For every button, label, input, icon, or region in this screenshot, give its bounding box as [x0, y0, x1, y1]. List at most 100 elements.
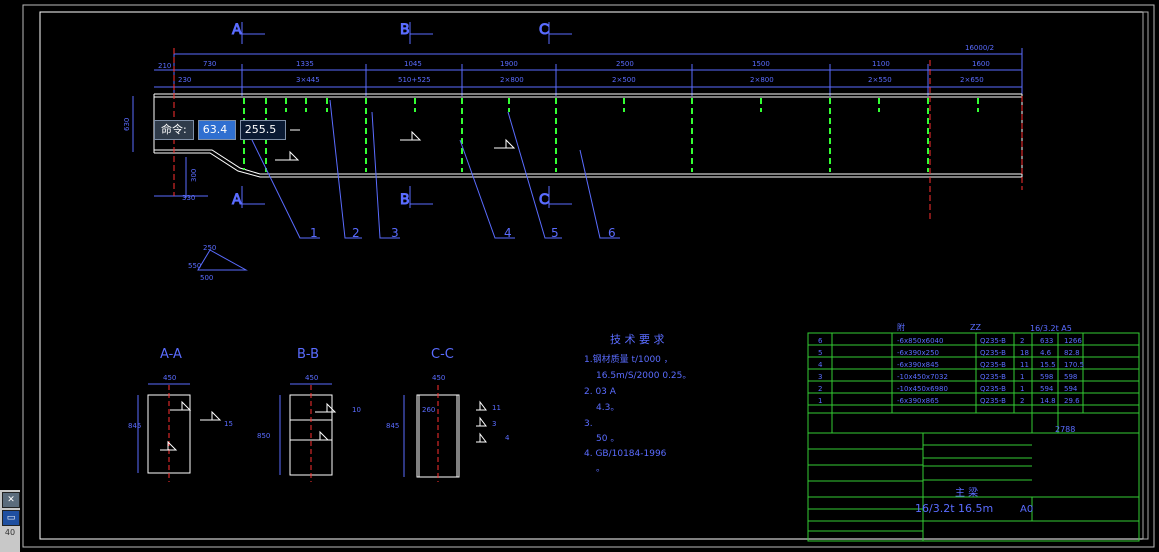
svg-text:技 术 要 求: 技 术 要 求 [610, 333, 665, 346]
svg-text:2500: 2500 [616, 60, 634, 68]
dimension-text: 210 730 1335 1045 1900 2500 1500 1100 16… [123, 44, 994, 202]
bom-cell: 170.5 [1064, 361, 1084, 369]
svg-text:1100: 1100 [872, 60, 890, 68]
svg-text:1335: 1335 [296, 60, 314, 68]
part-numbers: 1 2 3 4 5 6 [310, 226, 616, 240]
svg-text:450: 450 [432, 374, 445, 382]
svg-text:2×650: 2×650 [960, 76, 984, 84]
svg-text:550: 550 [188, 262, 201, 270]
svg-text:ZZ: ZZ [970, 323, 981, 332]
svg-text:4: 4 [504, 226, 512, 240]
dynamic-input[interactable]: 命令: 63.4 255.5 [154, 120, 286, 140]
bom-cell: Q235-B [980, 349, 1006, 357]
svg-text:845: 845 [386, 422, 399, 430]
svg-text:2788: 2788 [1055, 425, 1075, 434]
svg-text:850: 850 [257, 432, 270, 440]
svg-text:500: 500 [200, 274, 213, 282]
svg-text:630: 630 [123, 118, 131, 131]
svg-text:1045: 1045 [404, 60, 422, 68]
svg-text:附: 附 [897, 322, 905, 332]
svg-text:16/3.2t 16.5m: 16/3.2t 16.5m [915, 502, 993, 515]
svg-text:4. GB/10184-1996: 4. GB/10184-1996 [584, 449, 667, 459]
svg-text:2×800: 2×800 [750, 76, 774, 84]
svg-text:11: 11 [492, 404, 501, 412]
svg-text:A0: A0 [1020, 504, 1033, 515]
weld-symbols [275, 129, 516, 161]
bom-cell: 1 [1020, 385, 1024, 393]
bom-cell: 594 [1064, 385, 1078, 393]
girder-elevation [153, 93, 1023, 178]
svg-text:3: 3 [492, 420, 496, 428]
svg-text:A: A [232, 22, 242, 38]
svg-text:845: 845 [128, 422, 141, 430]
bom-cell: 598 [1040, 373, 1053, 381]
title-block-text: 附 ZZ 16/3.2t A5 2788 主 梁 16/3.2t 16.5m A… [897, 322, 1075, 515]
technical-notes: 技 术 要 求 1.钢材质量 t/1000 ， 16.5m/S/2000 0.2… [584, 333, 691, 474]
close-icon[interactable]: ✕ [2, 492, 20, 508]
window-icon[interactable]: ▭ [2, 510, 20, 526]
bom-cell: -6x390x250 [897, 349, 939, 357]
svg-text:C: C [539, 22, 549, 38]
svg-text:250: 250 [203, 244, 216, 252]
bom-table [807, 332, 1140, 542]
bom-cell: -10x450x7032 [897, 373, 948, 381]
svg-text:450: 450 [163, 374, 176, 382]
bom-cell: 11 [1020, 361, 1029, 369]
bom-cell: 2 [818, 385, 822, 393]
bom-cell: 14.8 [1040, 397, 1056, 405]
diaphragms [243, 98, 979, 172]
bom-cell: 598 [1064, 373, 1077, 381]
svg-text:4: 4 [505, 434, 510, 442]
slope-detail: 250 550 500 [188, 244, 248, 282]
bom-cell: -6x850x6040 [897, 337, 943, 345]
svg-text:4.3。: 4.3。 [596, 403, 619, 413]
svg-text:C-C: C-C [431, 347, 454, 362]
svg-text:1: 1 [310, 226, 318, 240]
right-edge [1142, 11, 1149, 540]
bom-cell: Q235-B [980, 361, 1006, 369]
bom-cell: 6 [818, 337, 823, 345]
bom-cell: 1266 [1064, 337, 1082, 345]
bom-cell: 2 [1020, 337, 1024, 345]
outer-frame [22, 4, 1155, 548]
svg-text:1600: 1600 [972, 60, 990, 68]
svg-text:B: B [400, 22, 410, 38]
svg-text:300: 300 [190, 169, 198, 182]
bom-cell: -6x390x865 [897, 397, 939, 405]
bom-cell: Q235-B [980, 337, 1006, 345]
bom-cell: 633 [1040, 337, 1053, 345]
svg-text:。: 。 [596, 464, 605, 474]
bom-cell: 4.6 [1040, 349, 1052, 357]
svg-text:3: 3 [391, 226, 399, 240]
svg-text:6: 6 [608, 226, 616, 240]
svg-text:2×800: 2×800 [500, 76, 524, 84]
bom-cell: 594 [1040, 385, 1054, 393]
svg-text:2: 2 [352, 226, 360, 240]
svg-text:510+525: 510+525 [398, 76, 431, 84]
svg-text:C: C [539, 192, 549, 208]
bom-cell: 18 [1020, 349, 1029, 357]
bom-cell: Q235-B [980, 397, 1006, 405]
coordinate-y-input[interactable]: 255.5 [239, 120, 286, 140]
bom-cell: 2 [1020, 397, 1024, 405]
svg-text:A: A [232, 192, 242, 208]
section-views: A-A B-B C-C 450 450 450 845 850 [128, 347, 510, 482]
svg-text:1900: 1900 [500, 60, 518, 68]
svg-text:主 梁: 主 梁 [955, 486, 978, 499]
svg-text:B: B [400, 192, 410, 208]
svg-text:16/3.2t A5: 16/3.2t A5 [1030, 324, 1072, 333]
part-leaders [251, 99, 620, 239]
command-label: 命令: [154, 120, 194, 140]
svg-text:A-A: A-A [160, 347, 182, 362]
svg-text:730: 730 [203, 60, 216, 68]
bom-cell: 1 [818, 397, 822, 405]
svg-text:16000/2: 16000/2 [965, 44, 994, 52]
svg-text:450: 450 [305, 374, 318, 382]
svg-text:2×500: 2×500 [612, 76, 636, 84]
bom-cell: 29.6 [1064, 397, 1080, 405]
coordinate-x-input[interactable]: 63.4 [197, 120, 236, 140]
bom-cell: 82.8 [1064, 349, 1080, 357]
svg-text:210: 210 [158, 62, 171, 70]
